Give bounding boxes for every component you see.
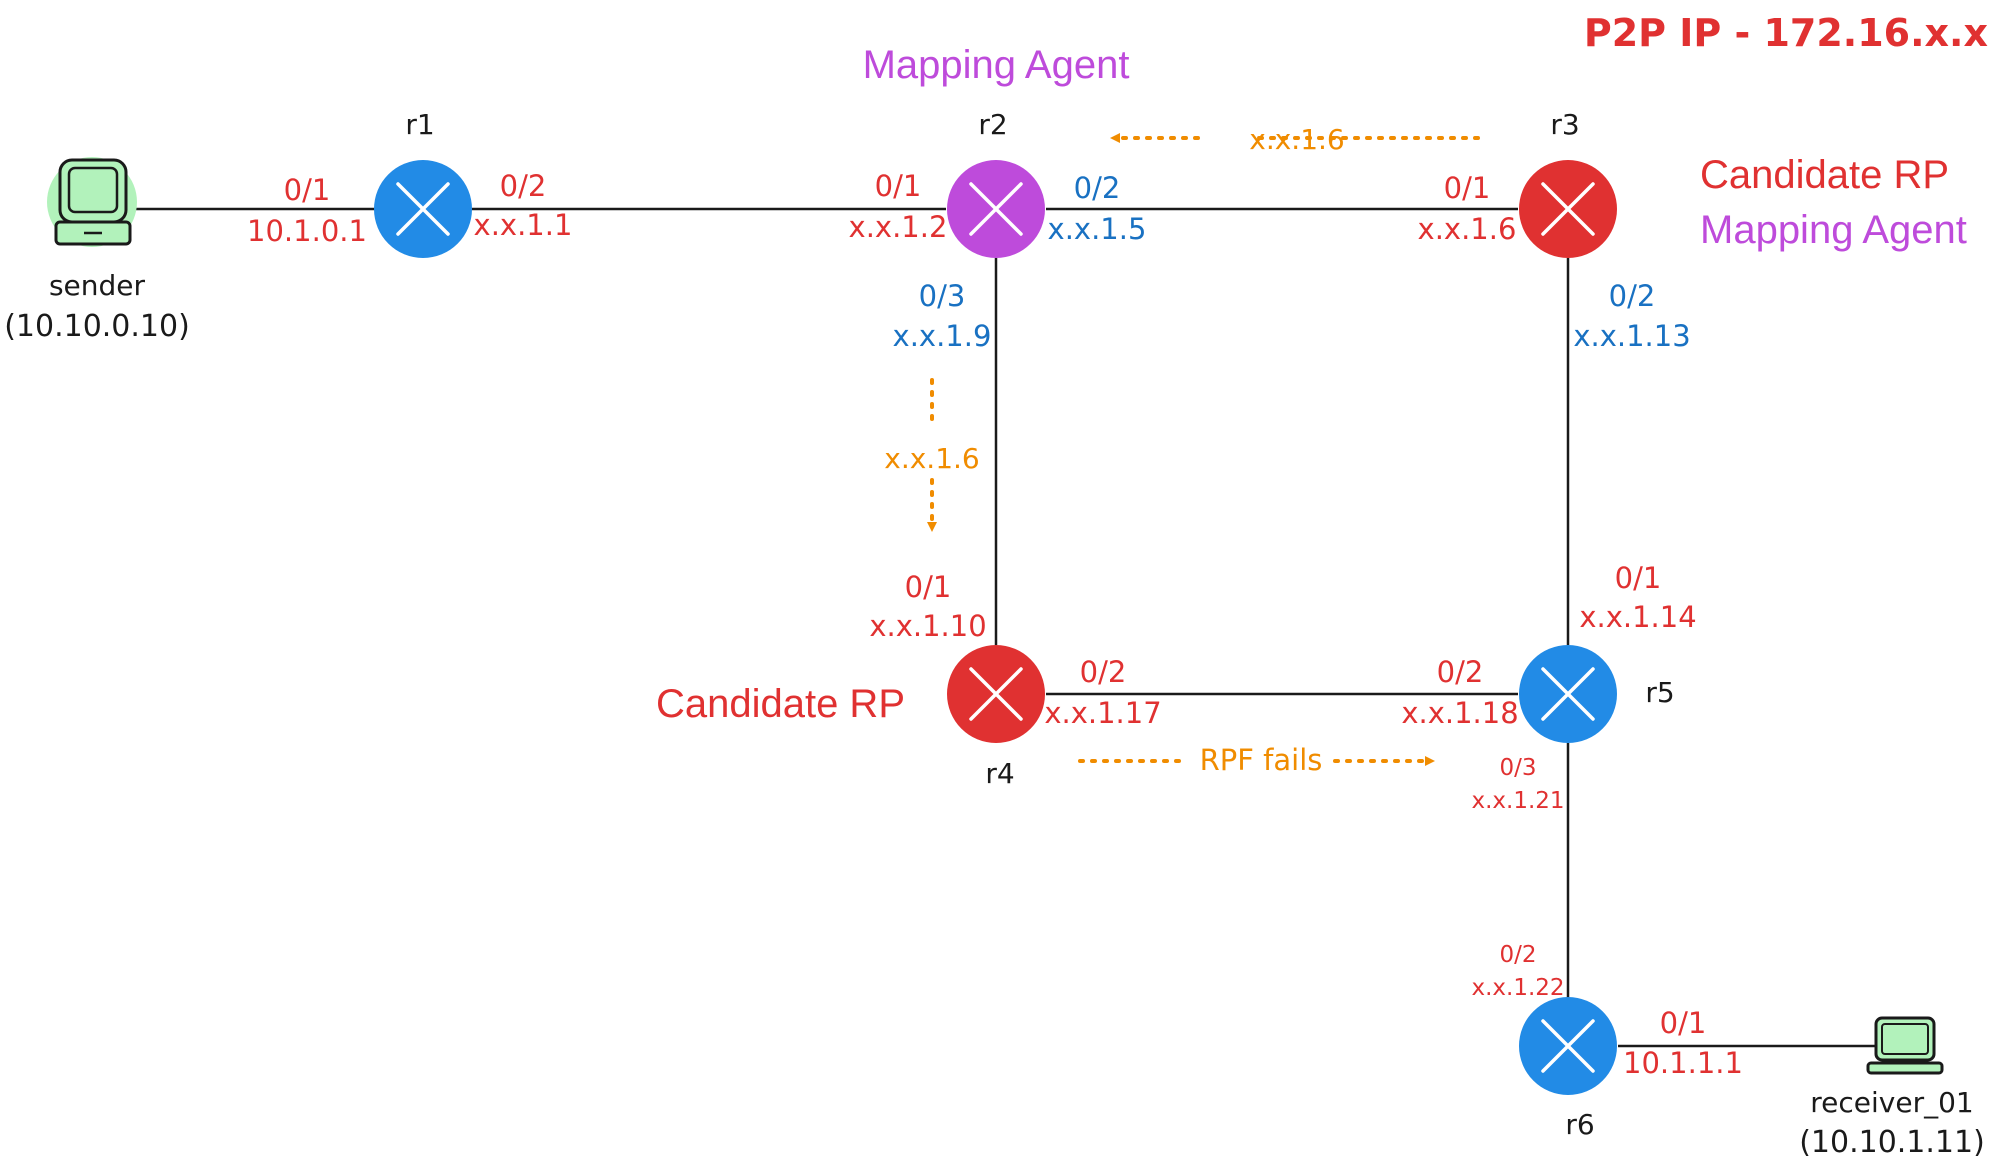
sender-ip: (10.10.0.10) xyxy=(4,309,190,344)
router-r1-name: r1 xyxy=(405,108,434,141)
sender-name: sender xyxy=(49,269,146,302)
r4-if01-ip: x.x.1.10 xyxy=(869,609,986,643)
receiver-ip: (10.10.1.11) xyxy=(1799,1125,1985,1160)
r6-if01-ip: 10.1.1.1 xyxy=(1623,1046,1743,1080)
router-r3[interactable] xyxy=(1519,160,1617,258)
r2-if02-port: 0/2 xyxy=(1074,171,1121,205)
flow-label-r4-to-r5: RPF fails xyxy=(1200,743,1323,777)
r6-if01-port: 0/1 xyxy=(1660,1006,1707,1040)
host-sender[interactable] xyxy=(47,157,137,247)
r2-if01-port: 0/1 xyxy=(875,169,922,203)
r2-if02-ip: x.x.1.5 xyxy=(1048,212,1147,246)
router-r3-name: r3 xyxy=(1550,108,1579,141)
router-r4[interactable] xyxy=(947,645,1045,743)
r1-if02-port: 0/2 xyxy=(500,169,547,203)
r1-if01-ip: 10.1.0.1 xyxy=(247,214,367,248)
router-r2-name: r2 xyxy=(978,108,1007,141)
r5-if03-ip: x.x.1.21 xyxy=(1471,788,1564,814)
links xyxy=(132,207,1875,1048)
router-r5[interactable] xyxy=(1519,645,1617,743)
r6-if02-port: 0/2 xyxy=(1499,942,1536,968)
r3-if01-port: 0/1 xyxy=(1444,171,1491,205)
r4-if02-ip: x.x.1.17 xyxy=(1044,696,1161,730)
r2-role-label: Mapping Agent xyxy=(863,43,1130,87)
r3-if01-ip: x.x.1.6 xyxy=(1418,212,1517,246)
r3-role-label-1: Candidate RP xyxy=(1700,153,1949,197)
r3-if02-ip: x.x.1.13 xyxy=(1573,319,1690,353)
r2-if03-port: 0/3 xyxy=(919,279,966,313)
r5-if02-port: 0/2 xyxy=(1437,655,1484,689)
router-r4-name: r4 xyxy=(985,757,1014,790)
host-receiver[interactable] xyxy=(1866,1016,1944,1075)
router-r1[interactable] xyxy=(374,160,472,258)
r4-if02-port: 0/2 xyxy=(1080,655,1127,689)
flow-label-r2-to-r4: x.x.1.6 xyxy=(884,442,979,475)
r1-if02-ip: x.x.1.1 xyxy=(474,208,573,242)
router-r6-name: r6 xyxy=(1565,1108,1594,1141)
p2p-ip-title: P2P IP - 172.16.x.x xyxy=(1584,11,1988,55)
r3-if02-port: 0/2 xyxy=(1609,279,1656,313)
router-r2[interactable] xyxy=(947,160,1045,258)
monitor-icon xyxy=(47,157,137,247)
r5-if02-ip: x.x.1.18 xyxy=(1401,696,1518,730)
r5-if01-port: 0/1 xyxy=(1615,561,1662,595)
r5-if01-ip: x.x.1.14 xyxy=(1579,600,1696,634)
r2-if03-ip: x.x.1.9 xyxy=(893,319,992,353)
r4-role-label: Candidate RP xyxy=(656,682,905,726)
r4-if01-port: 0/1 xyxy=(905,570,952,604)
r6-if02-ip: x.x.1.22 xyxy=(1471,975,1564,1001)
r1-if01-port: 0/1 xyxy=(284,173,331,207)
r3-role-label-2: Mapping Agent xyxy=(1700,208,1967,252)
flow-label-r3-to-r2: x.x.1.6 xyxy=(1249,123,1344,156)
r5-if03-port: 0/3 xyxy=(1499,755,1536,781)
router-r5-name: r5 xyxy=(1645,676,1674,709)
flow-arrows xyxy=(927,133,1480,766)
laptop-icon xyxy=(1866,1016,1944,1075)
receiver-name: receiver_01 xyxy=(1810,1086,1973,1119)
router-r6[interactable] xyxy=(1519,997,1617,1095)
r2-if01-ip: x.x.1.2 xyxy=(849,210,948,244)
